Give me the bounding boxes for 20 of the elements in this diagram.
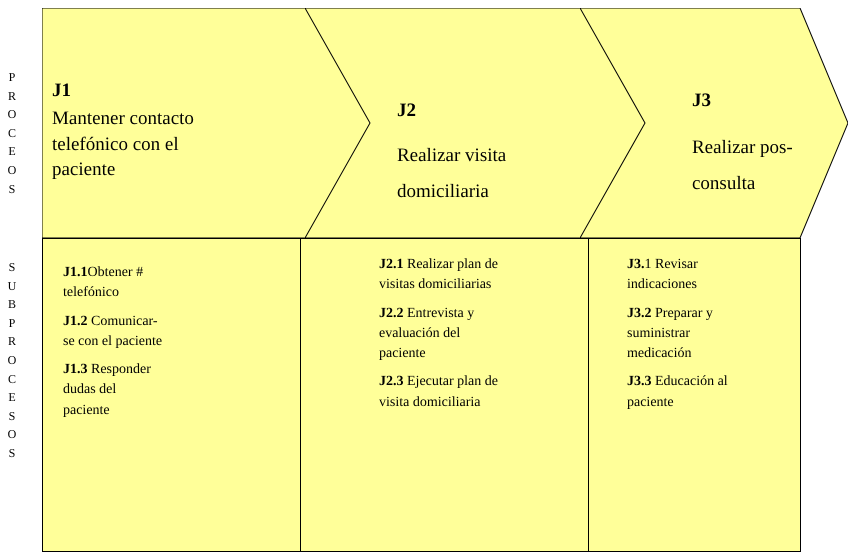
subprocess-panel	[300, 238, 589, 552]
step-title: Realizar pos- consulta	[692, 136, 794, 196]
subprocess-item: J2.3 Ejecutar plan de visita domiciliaria	[379, 373, 499, 412]
subprocess-item: J1.2 Comunicar- se con el paciente	[63, 312, 163, 351]
subprocess-item: J1.1Obtener # telefónico	[63, 264, 144, 302]
subprocess-item: J2.2 Entrevista y evaluación del paciente	[379, 304, 476, 364]
subprocess-item: J3.2 Preparar y suministrar medicación	[627, 304, 714, 364]
step-code: J3	[692, 90, 711, 112]
step-title: Realizar visita domiciliaria	[397, 144, 508, 204]
process-step-panel	[305, 8, 647, 238]
subprocess-panel	[42, 238, 301, 552]
subprocess-item: J3.3 Educación al paciente	[627, 373, 729, 412]
step-code: J2	[397, 100, 416, 122]
subprocess-panel	[588, 238, 801, 552]
subprocess-item: J1.3 Responder dudas del paciente	[63, 361, 152, 420]
process-step-panel	[580, 8, 848, 238]
subprocess-item: J3.1 Revisar indicaciones	[627, 256, 699, 294]
subprocess-item: J2.1 Realizar plan de visitas domiciliarias	[379, 256, 499, 294]
section-label: SUBPROCESOS	[6, 259, 18, 462]
section-label: PROCEOS	[6, 69, 18, 198]
